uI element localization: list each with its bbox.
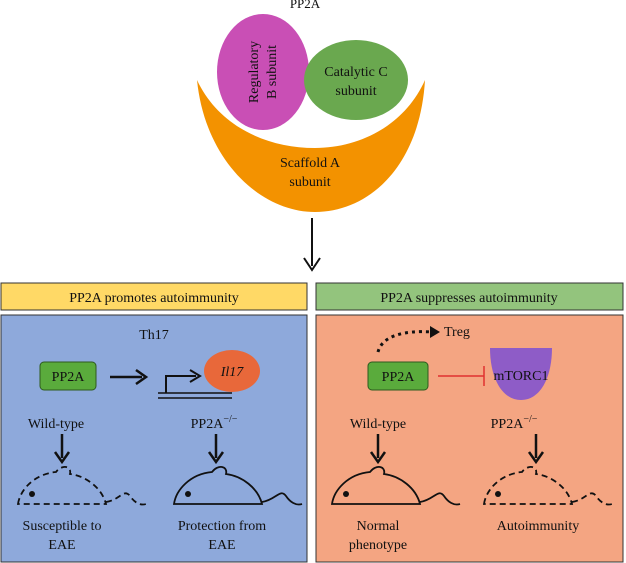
- left-wt-outcome-line1: Susceptible to: [23, 519, 102, 534]
- left-wt-outcome-line2: EAE: [48, 538, 75, 553]
- right-pp2a-label: PP2A: [382, 370, 416, 385]
- dotted-arrow-icon: [376, 326, 440, 353]
- left-wt-down-arrow-icon: [53, 434, 71, 465]
- mouse-icon: [482, 466, 613, 506]
- right-wt-label: Wild-type: [350, 417, 406, 432]
- inhibition-icon: [438, 366, 485, 386]
- catalytic-c-subunit: [304, 40, 408, 120]
- scaffold-label-line2: subunit: [289, 175, 330, 190]
- right-ko-superscript: −/−: [523, 414, 537, 425]
- right-header-bar: [315, 282, 624, 311]
- left-ko-superscript: −/−: [223, 414, 237, 425]
- right-ko-down-arrow-icon: [527, 434, 545, 465]
- right-ko-outcome-line1: Autoimmunity: [497, 519, 579, 534]
- down-arrow-icon: [303, 218, 321, 272]
- th17-label: Th17: [139, 328, 169, 343]
- right-wt-down-arrow-icon: [369, 434, 387, 465]
- left-ko-label: PP2A−/−: [191, 414, 238, 432]
- mtorc1-label: mTORC1: [494, 369, 549, 384]
- right-arrow-icon: [110, 368, 149, 386]
- il17-gene-bubble: [204, 350, 260, 392]
- regulatory-label-line1: Regulatory: [247, 41, 262, 103]
- pp2a-title: PP2A: [290, 0, 321, 11]
- promoter-arrow-icon: [158, 369, 232, 399]
- catalytic-label-line2: subunit: [335, 84, 376, 99]
- left-wt-label: Wild-type: [28, 417, 84, 432]
- mouse-icon: [172, 466, 303, 506]
- right-pp2a-box: [367, 361, 429, 391]
- left-header-label: PP2A promotes autoimmunity: [69, 291, 239, 306]
- left-pp2a-box: [39, 361, 97, 391]
- mouse-icon: [16, 466, 147, 506]
- left-ko-outcome-line2: EAE: [208, 538, 235, 553]
- right-header-label: PP2A suppresses autoimmunity: [380, 291, 557, 306]
- right-wt-outcome-line2: phenotype: [349, 538, 407, 553]
- left-pp2a-label: PP2A: [52, 370, 86, 385]
- right-panel: [315, 314, 624, 563]
- right-wt-outcome-line1: Normal: [357, 519, 400, 534]
- regulatory-b-subunit: [217, 14, 309, 130]
- scaffold-a-subunit: [197, 80, 425, 212]
- left-ko-outcome-line1: Protection from: [178, 519, 266, 534]
- left-header-bar: [0, 282, 308, 311]
- mouse-icon: [330, 466, 461, 506]
- scaffold-label-line1: Scaffold A: [280, 156, 341, 171]
- left-ko-down-arrow-icon: [207, 434, 225, 465]
- left-panel: [0, 314, 308, 563]
- treg-label: Treg: [444, 325, 470, 340]
- il17-label: Il17: [220, 365, 245, 380]
- right-ko-label: PP2A−/−: [491, 414, 538, 432]
- catalytic-label-line1: Catalytic C: [324, 65, 387, 80]
- mtorc1-shape: [490, 348, 552, 400]
- regulatory-label-line2: B subunit: [265, 45, 280, 99]
